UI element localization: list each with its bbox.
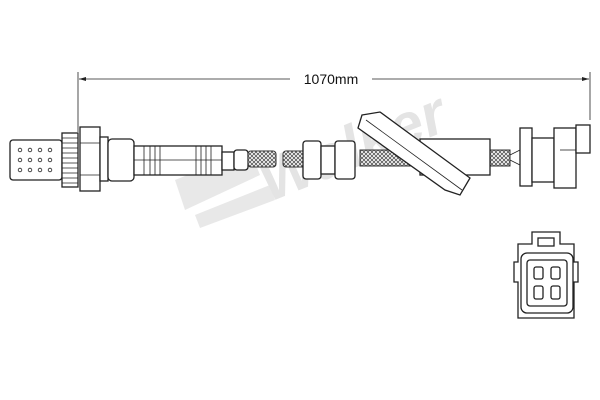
sensor-body: [99, 136, 249, 182]
braided-cable-segment: [489, 149, 511, 167]
hex-nut: [79, 126, 101, 192]
braided-cable-segment: [282, 150, 306, 168]
length-label: 1070mm: [304, 71, 358, 87]
sensor-thread: [61, 132, 79, 188]
connector-side-view: [519, 124, 591, 189]
connector-pins: [533, 266, 561, 300]
dimension-line: 1070mm: [77, 71, 591, 132]
connector-front-view: [513, 231, 579, 319]
protective-boot: [357, 111, 471, 196]
sensor-tip: [9, 139, 63, 181]
braided-cable-segment: [247, 150, 277, 168]
cable-grommet: [302, 140, 356, 180]
